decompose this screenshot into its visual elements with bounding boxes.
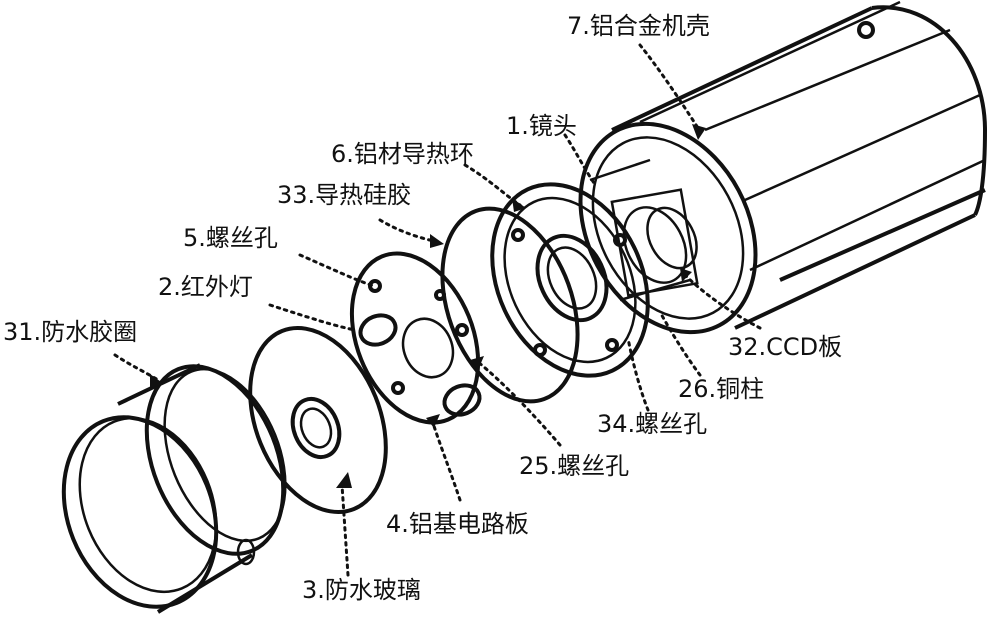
label-screw-hole-25: 25.螺丝孔 — [519, 452, 630, 480]
aluminum-housing — [578, 0, 988, 335]
aluminum-circuit-board — [349, 251, 482, 425]
label-copper-pillar: 26.铜柱 — [678, 375, 765, 403]
label-aluminum-pcb: 4.铝基电路板 — [386, 510, 529, 538]
label-thermal-silicone: 33.导热硅胶 — [277, 181, 412, 209]
label-lens: 1.镜头 — [506, 112, 577, 140]
label-seal-ring: 31.防水胶圈 — [3, 318, 138, 346]
waterproof-glass — [248, 326, 388, 514]
thermal-ring — [490, 182, 650, 378]
label-ccd-board: 32.CCD板 — [728, 333, 843, 361]
label-ir-light: 2.红外灯 — [158, 273, 253, 301]
label-waterproof-glass: 3.防水玻璃 — [302, 576, 421, 604]
waterproof-rubber-ring — [61, 363, 287, 614]
thermal-silicone-pad — [440, 206, 580, 404]
label-screw-hole-5: 5.螺丝孔 — [183, 224, 278, 252]
label-thermal-ring: 6.铝材导热环 — [331, 140, 474, 168]
label-housing: 7.铝合金机壳 — [567, 12, 710, 40]
leader-lines — [113, 43, 762, 577]
label-screw-hole-34: 34.螺丝孔 — [597, 410, 708, 438]
